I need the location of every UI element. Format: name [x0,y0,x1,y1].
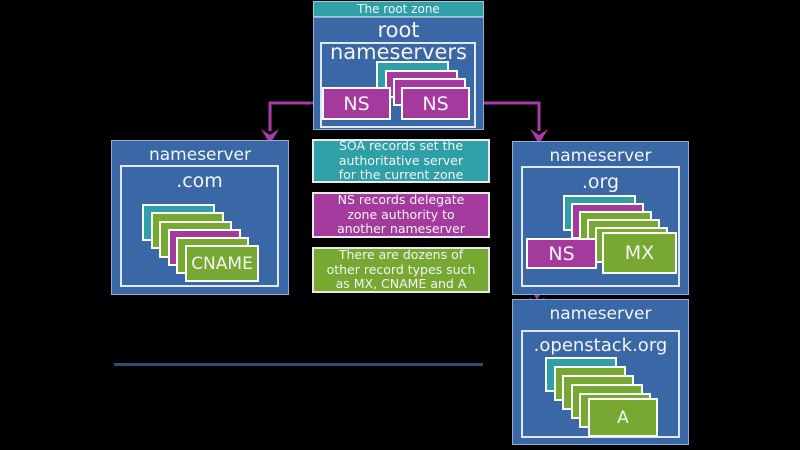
com-nameserver-title: nameserver [148,145,252,165]
org-ns-record: NS [526,238,597,269]
ns-record-label: NS [422,92,449,115]
org-zone-box [521,166,680,287]
legend-other-records: There are dozens of other record types s… [312,247,490,293]
legend-line: SOA records set the [338,138,464,154]
com-zone-box [120,165,279,287]
legend-line: for the current zone [338,167,464,183]
legend-ns-records: NS records delegate zone authority to an… [312,192,490,238]
legend-soa-records: SOA records set the authoritative server… [312,139,490,183]
openstack-nameserver-title: nameserver [549,304,652,324]
root-ns-record-left: NS [322,87,391,120]
legend-line: as MX, CNAME and A [335,276,467,292]
cname-record-label: CNAME [191,253,253,274]
openstack-zone-box [521,330,680,438]
com-zone-label: .com [176,170,223,192]
legend-line: authoritative server [338,152,464,168]
root-nameservers-title: root nameservers [330,18,467,64]
root-zone-banner: The root zone [313,1,484,17]
root-zone-label: . [395,42,401,61]
legend-line: NS records delegate [337,192,465,208]
com-cname-record: CNAME [185,245,259,282]
divider-line [114,363,483,366]
ns-record-label: NS [343,92,370,115]
legend-line: There are dozens of [338,247,464,263]
org-zone-label: .org [581,171,620,193]
legend-line: another nameserver [337,221,465,237]
root-inner-zone-box [320,42,476,128]
org-nameserver-title: nameserver [549,146,652,166]
openstack-a-record: A [588,398,658,437]
legend-line: other record types such [326,261,476,277]
openstack-zone-label: .openstack.org [533,335,668,356]
root-ns-record-right: NS [401,87,470,120]
a-record-label: A [617,407,629,428]
mx-record-label: MX [624,242,655,264]
org-mx-record: MX [602,232,677,274]
legend-line: zone authority to [347,206,455,222]
ns-record-label: NS [548,242,575,265]
